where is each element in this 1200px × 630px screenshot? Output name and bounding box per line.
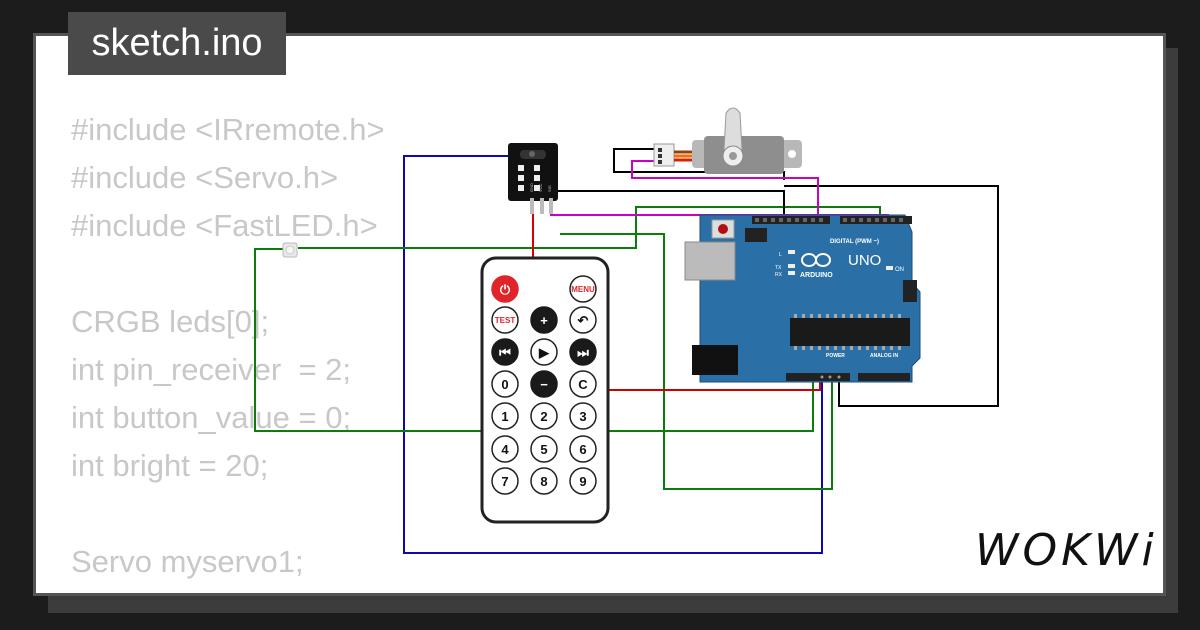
- remote-button-menu-bg[interactable]: [569, 275, 597, 303]
- remote-button-test-bg[interactable]: [491, 306, 519, 334]
- remote-button-n9[interactable]: 9: [579, 474, 586, 489]
- remote-button-n2-bg[interactable]: [530, 402, 558, 430]
- neopixel-led[interactable]: [282, 242, 298, 258]
- power-label: POWER: [826, 353, 845, 359]
- remote-button-n7-bg[interactable]: [491, 467, 519, 495]
- wire-black-ir[interactable]: [542, 190, 785, 218]
- wire-green-led-gnd[interactable]: [254, 248, 814, 432]
- remote-button-n8[interactable]: 8: [540, 474, 547, 489]
- remote-button-n8-bg[interactable]: [530, 467, 558, 495]
- wire-black-servo[interactable]: [613, 148, 785, 180]
- remote-button-n6-bg[interactable]: [569, 435, 597, 463]
- power-jack: [692, 345, 738, 375]
- remote-button-n7[interactable]: 7: [501, 474, 508, 489]
- code-line: int button_value = 0;: [71, 400, 352, 435]
- remote-button-clear-bg[interactable]: [569, 370, 597, 398]
- wire-blue[interactable]: [403, 155, 823, 554]
- code-line: int bright = 20;: [71, 448, 269, 483]
- ir-pin-label: GND: [529, 183, 534, 192]
- code-line: #include <IRremote.h>: [71, 112, 385, 147]
- ir-pin-label: SIG: [547, 185, 552, 192]
- analog-label: ANALOG IN: [870, 353, 898, 359]
- remote-button-prev[interactable]: ⏮: [499, 345, 511, 360]
- wire-green-led-vcc[interactable]: [560, 233, 833, 490]
- remote-button-next-bg[interactable]: [569, 338, 597, 366]
- remote-button-back[interactable]: ↶: [577, 313, 589, 328]
- remote-button-n3[interactable]: 3: [579, 409, 586, 424]
- wire-black-gnd[interactable]: [784, 185, 999, 407]
- remote-button-minus[interactable]: −: [540, 377, 548, 392]
- on-label: ON: [895, 267, 904, 273]
- remote-button-plus[interactable]: +: [540, 313, 548, 328]
- uno-label: UNO: [848, 252, 881, 269]
- remote-button-play[interactable]: ▶: [538, 345, 550, 360]
- remote-button-play-bg[interactable]: [530, 338, 558, 366]
- code-line: CRGB leds[0];: [71, 304, 270, 339]
- l-label: L: [779, 252, 782, 258]
- remote-button-clear[interactable]: C: [578, 377, 588, 392]
- remote-button-plus-bg[interactable]: [530, 306, 558, 334]
- code-background: #include <IRremote.h> #include <Servo.h> #…: [71, 106, 478, 593]
- remote-button-n9-bg[interactable]: [569, 467, 597, 495]
- arduino-label: ARDUINO: [800, 272, 833, 279]
- arduino-uno[interactable]: DIGITAL (PWM ~) UNO ARDUINO ON TX RX L P…: [684, 214, 921, 383]
- remote-button-n6[interactable]: 6: [579, 442, 586, 457]
- remote-button-n3-bg[interactable]: [569, 402, 597, 430]
- remote-button-n2[interactable]: 2: [540, 409, 547, 424]
- rx-label: RX: [775, 272, 783, 278]
- remote-button-minus-bg[interactable]: [530, 370, 558, 398]
- atmega-chip: [790, 318, 910, 346]
- remote-button-prev-bg[interactable]: [491, 338, 519, 366]
- usb-port: [684, 241, 736, 281]
- ir-pin-label: VCC: [538, 183, 543, 192]
- ir-receiver[interactable]: GND VCC SIG: [508, 143, 558, 214]
- remote-button-power[interactable]: ⏻: [500, 282, 511, 297]
- tx-label: TX: [775, 265, 782, 271]
- remote-button-n5-bg[interactable]: [530, 435, 558, 463]
- arduino-logo-icon: [801, 253, 831, 267]
- code-line: Servo myservo1;: [71, 544, 304, 579]
- sketch-title[interactable]: sketch.ino: [68, 12, 286, 75]
- remote-button-n4-bg[interactable]: [491, 435, 519, 463]
- remote-button-next[interactable]: ⏭: [577, 345, 589, 360]
- wire-magenta-servo[interactable]: [631, 160, 819, 218]
- wokwi-logo: WOKWi: [975, 525, 1158, 576]
- remote-button-n4[interactable]: 4: [501, 442, 509, 457]
- wire-green-led-data[interactable]: [298, 206, 881, 249]
- remote-button-zero-bg[interactable]: [491, 370, 519, 398]
- remote-button-n1-bg[interactable]: [491, 402, 519, 430]
- code-line: #include <Servo.h>: [71, 160, 339, 195]
- remote-button-zero[interactable]: 0: [501, 377, 508, 392]
- remote-button-back-bg[interactable]: [569, 306, 597, 334]
- remote-button-menu[interactable]: MENU: [571, 285, 595, 294]
- remote-button-n5[interactable]: 5: [540, 442, 547, 457]
- servo-motor[interactable]: [653, 107, 802, 174]
- code-line: IRrecv receiver(pin_receiver);: [71, 586, 478, 593]
- code-line: #include <FastLED.h>: [71, 208, 378, 243]
- digital-label: DIGITAL (PWM ~): [830, 239, 879, 245]
- remote-button-n1[interactable]: 1: [501, 409, 508, 424]
- remote-button-power-bg[interactable]: [491, 275, 519, 303]
- remote-button-test[interactable]: TEST: [495, 316, 516, 325]
- code-line: int pin_receiver = 2;: [71, 352, 352, 387]
